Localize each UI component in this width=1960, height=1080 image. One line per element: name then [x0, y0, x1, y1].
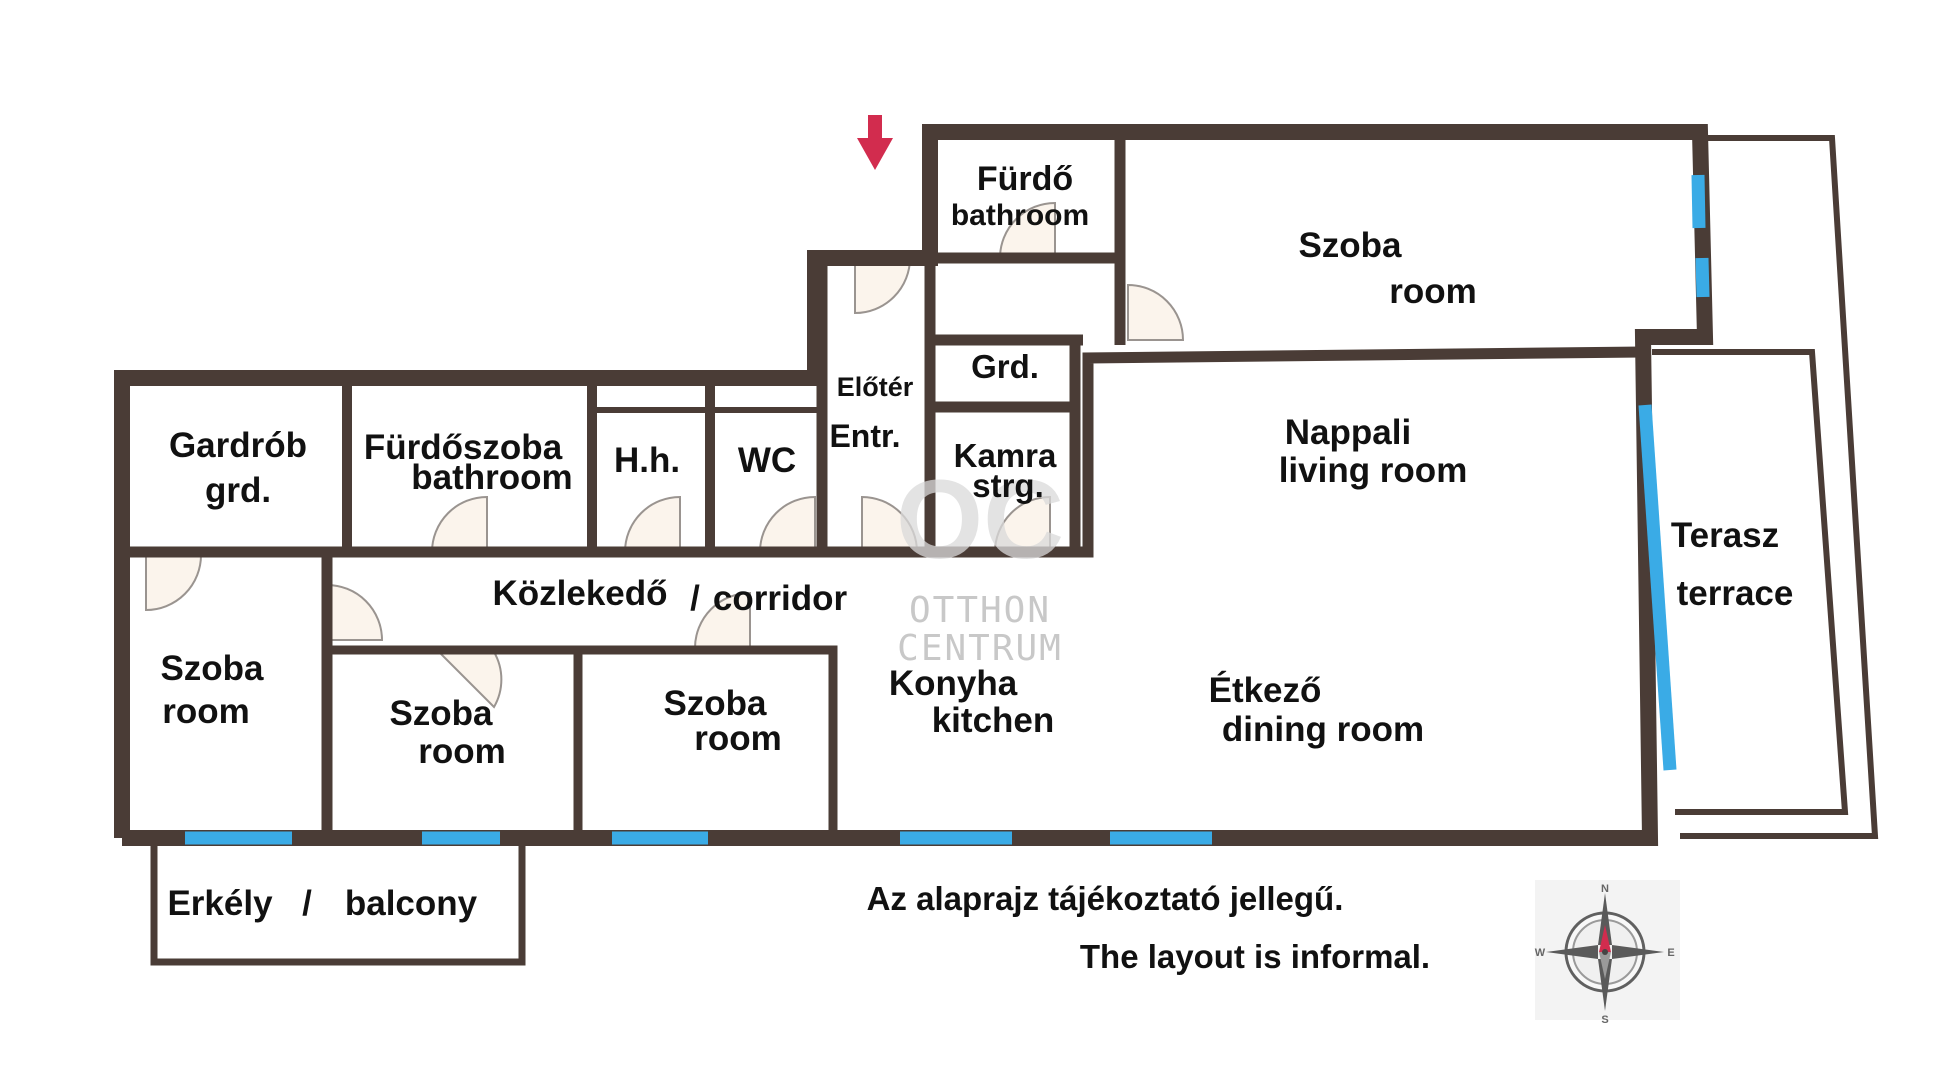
- entrance-arrow-icon: [857, 115, 893, 170]
- label-kamra-hu: Kamra: [954, 437, 1057, 474]
- label-gardrob-en: grd.: [205, 471, 271, 510]
- disclaimer: Az alaprajz tájékoztató jellegű. The lay…: [867, 880, 1431, 975]
- compass-w: W: [1535, 947, 1546, 959]
- label-szoba-top-en: room: [1389, 272, 1477, 311]
- label-szoba-right-en: room: [694, 719, 782, 758]
- label-nappali-en: living room: [1279, 451, 1468, 490]
- label-eloter-en: Entr.: [829, 418, 900, 454]
- label-kamra-en: strg.: [972, 467, 1044, 504]
- watermark-line2: CENTRUM: [897, 628, 1063, 669]
- label-konyha-en: kitchen: [932, 701, 1055, 740]
- label-szoba-right-hu: Szoba: [663, 684, 767, 723]
- label-szoba-left-en: room: [162, 692, 250, 731]
- label-terasz-hu: Terasz: [1671, 516, 1779, 555]
- balcony-outline: [150, 842, 526, 966]
- label-etkezo-en: dining room: [1222, 710, 1424, 749]
- room-labels: Fürdő bathroom Szoba room Grd. Előtér En…: [160, 160, 1793, 923]
- door-swings: [145, 201, 1185, 709]
- compass-e: E: [1667, 947, 1674, 959]
- label-wc: WC: [738, 441, 796, 480]
- label-szoba-mid-hu: Szoba: [389, 694, 493, 733]
- label-konyha-hu: Konyha: [889, 664, 1018, 703]
- label-erkely-en: balcony: [345, 884, 478, 923]
- label-kozlekedo-en: corridor: [713, 579, 848, 618]
- compass-s: S: [1601, 1014, 1608, 1026]
- watermark: OC OTTHON CENTRUM: [896, 457, 1064, 669]
- compass-rose-icon: N S W E: [1535, 880, 1680, 1026]
- label-szoba-left-hu: Szoba: [160, 649, 264, 688]
- window: [1695, 257, 1710, 298]
- label-furdo-top-en: bathroom: [951, 199, 1089, 232]
- label-kozlekedo-sep: /: [690, 579, 700, 618]
- windows: [185, 174, 1710, 845]
- watermark-line1: OTTHON: [909, 590, 1051, 631]
- label-furdo-top-hu: Fürdő: [977, 160, 1073, 198]
- label-furdoszoba-hu: Fürdőszoba: [364, 428, 563, 467]
- label-furdoszoba-en: bathroom: [411, 458, 572, 497]
- label-kozlekedo-hu: Közlekedő: [492, 574, 667, 613]
- window: [1638, 404, 1677, 771]
- note-hu: Az alaprajz tájékoztató jellegű.: [867, 880, 1344, 917]
- label-etkezo-hu: Étkező: [1209, 670, 1322, 710]
- label-nappali-hu: Nappali: [1285, 413, 1411, 452]
- label-erkely-hu: Erkély: [167, 884, 273, 923]
- label-hh: H.h.: [614, 441, 680, 480]
- label-szoba-top-hu: Szoba: [1298, 226, 1402, 265]
- watermark-logo: OC: [896, 457, 1064, 582]
- label-grd-small: Grd.: [971, 348, 1039, 385]
- note-en: The layout is informal.: [1080, 938, 1430, 975]
- label-eloter-hu: Előtér: [837, 372, 914, 402]
- terrace-outline: [1652, 135, 1879, 839]
- label-erkely-sep: /: [302, 884, 312, 923]
- label-szoba-mid-en: room: [418, 732, 506, 771]
- compass-n: N: [1601, 883, 1609, 895]
- label-gardrob-hu: Gardrób: [169, 426, 307, 465]
- label-terasz-en: terrace: [1677, 574, 1794, 613]
- window: [1691, 174, 1706, 229]
